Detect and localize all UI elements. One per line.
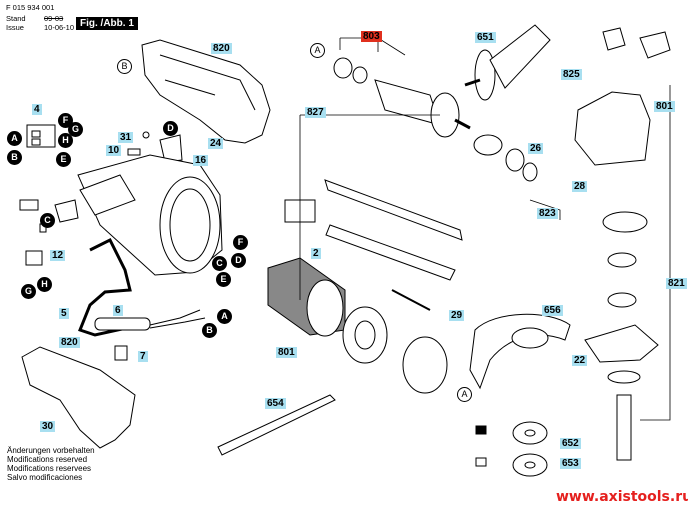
footer-notes: Änderungen vorbehalten Modifications res… xyxy=(7,446,95,482)
part-label-6[interactable]: 6 xyxy=(113,305,123,316)
air-guide-drawing xyxy=(342,306,448,394)
figure-label: Fig. /Abb. 1 xyxy=(76,17,138,30)
part-label-820-bottom[interactable]: 820 xyxy=(59,337,80,348)
capacitor-drawing xyxy=(25,250,43,266)
connector-e-mid: E xyxy=(216,272,231,287)
switch-drawing xyxy=(26,124,56,148)
connector-d-top: D xyxy=(163,121,178,136)
connector-a-airguide: A xyxy=(457,387,472,402)
part-label-22[interactable]: 22 xyxy=(572,355,588,366)
gearbox-stack-drawing xyxy=(584,211,659,461)
part-label-801-bottom[interactable]: 801 xyxy=(276,347,297,358)
part-label-651[interactable]: 651 xyxy=(475,32,496,43)
part-label-656[interactable]: 656 xyxy=(542,305,563,316)
switch-rod-drawing xyxy=(284,179,463,281)
part-label-5[interactable]: 5 xyxy=(59,308,69,319)
part-label-31[interactable]: 31 xyxy=(118,132,134,143)
connector-b-outline: B xyxy=(117,59,132,74)
part-label-821[interactable]: 821 xyxy=(666,278,687,289)
part-label-12[interactable]: 12 xyxy=(50,250,66,261)
motor-housing-drawing xyxy=(77,154,223,276)
gear-housing-drawing xyxy=(574,91,651,166)
field-coil-drawing xyxy=(267,257,346,337)
armature-drawing xyxy=(333,57,471,138)
part-label-801-top[interactable]: 801 xyxy=(654,101,675,112)
guard-drawing xyxy=(469,313,571,390)
part-label-803[interactable]: 803 xyxy=(361,31,382,42)
part-label-7[interactable]: 7 xyxy=(138,351,148,362)
part-label-827[interactable]: 827 xyxy=(305,107,326,118)
connector-f-mid: F xyxy=(233,235,248,250)
connector-g: G xyxy=(68,122,83,137)
part-label-28[interactable]: 28 xyxy=(572,181,588,192)
connector-b-left: B xyxy=(7,150,22,165)
screw-drawing xyxy=(391,289,431,311)
footer-line: Änderungen vorbehalten xyxy=(7,446,95,455)
part-label-26[interactable]: 26 xyxy=(528,143,544,154)
part-label-2[interactable]: 2 xyxy=(311,248,321,259)
cable-clamp-drawing xyxy=(114,345,128,361)
part-label-653[interactable]: 653 xyxy=(560,458,581,469)
connector-d-mid: D xyxy=(231,253,246,268)
brush-holder-drawing xyxy=(127,131,183,163)
part-label-29[interactable]: 29 xyxy=(449,310,465,321)
part-label-4[interactable]: 4 xyxy=(32,104,42,115)
connector-b-cord: B xyxy=(202,323,217,338)
terminal-block-drawing xyxy=(19,199,79,233)
connector-a-outline: A xyxy=(310,43,325,58)
connector-h: H xyxy=(58,133,73,148)
part-label-24[interactable]: 24 xyxy=(208,138,224,149)
connector-a-cord: A xyxy=(217,309,232,324)
doc-number: F 015 934 001 xyxy=(6,3,55,12)
part-label-654[interactable]: 654 xyxy=(265,398,286,409)
part-label-825[interactable]: 825 xyxy=(561,69,582,80)
connector-c-top: C xyxy=(40,213,55,228)
connector-g-bottom: G xyxy=(21,284,36,299)
footer-line: Modifications reservees xyxy=(7,464,92,473)
issue-label: Issue xyxy=(6,23,24,32)
power-cord-drawing xyxy=(78,237,206,337)
part-label-10[interactable]: 10 xyxy=(106,145,122,156)
rear-cover-bottom-drawing xyxy=(21,346,136,449)
part-label-820-top[interactable]: 820 xyxy=(211,43,232,54)
part-label-652[interactable]: 652 xyxy=(560,438,581,449)
pinion-drawing xyxy=(473,134,538,182)
flanges-drawing xyxy=(475,421,548,477)
rear-cover-top-drawing xyxy=(141,39,271,144)
stand-value: 09-03 xyxy=(44,14,64,23)
part-label-30[interactable]: 30 xyxy=(40,421,56,432)
footer-line: Modifications reserved xyxy=(7,455,88,464)
part-label-16[interactable]: 16 xyxy=(193,155,209,166)
stand-label: Stand xyxy=(6,14,26,23)
spanner-drawing xyxy=(217,394,336,456)
auxiliary-handle-drawing xyxy=(464,24,551,101)
issue-value: 10-06-10 xyxy=(44,23,75,32)
connector-c-mid: C xyxy=(212,256,227,271)
lock-buttons-drawing xyxy=(602,27,671,59)
watermark-link[interactable]: www.axistools.ru xyxy=(556,489,688,505)
footer-line: Salvo modificaciones xyxy=(7,473,83,482)
connector-h-bottom: H xyxy=(37,277,52,292)
part-label-823[interactable]: 823 xyxy=(537,208,558,219)
connector-e: E xyxy=(56,152,71,167)
connector-a-left: A xyxy=(7,131,22,146)
